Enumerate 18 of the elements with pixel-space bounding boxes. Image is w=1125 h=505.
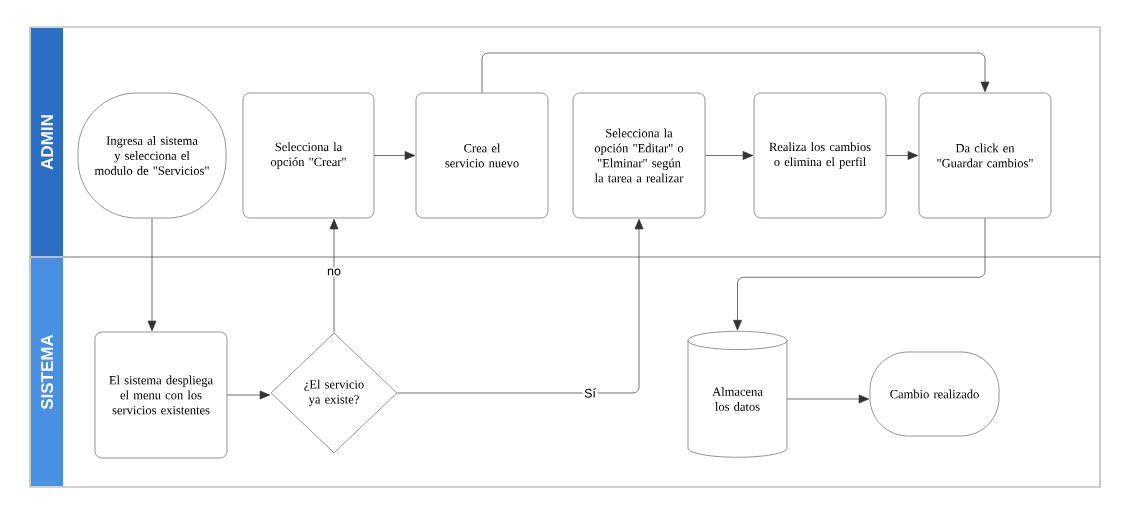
process-box: Realiza los cambios o elimina el perfil — [753, 92, 887, 219]
arrow — [147, 217, 157, 332]
arrow — [329, 218, 339, 334]
arrow — [704, 151, 754, 160]
database-cylinder: Almacena los datos — [687, 330, 788, 458]
process-box: Selecciona la opción "Editar" o "Elminar" según la tarea a realizar — [572, 92, 706, 219]
arrow — [373, 151, 416, 160]
process-box: Da click en "Guardar cambios" — [918, 92, 1052, 219]
process-box: Crea el servicio nuevo — [415, 92, 549, 219]
process-box: El sistema despliega el menu con los servicios existentes — [94, 331, 228, 459]
arrow — [396, 218, 644, 394]
arrow — [786, 394, 870, 404]
process-box: Selecciona la opción "Crear" — [242, 92, 375, 219]
arrow — [733, 217, 986, 331]
arrow — [481, 52, 990, 94]
arrow — [885, 151, 919, 160]
arrow — [226, 390, 271, 400]
edge-label: no — [325, 267, 343, 277]
